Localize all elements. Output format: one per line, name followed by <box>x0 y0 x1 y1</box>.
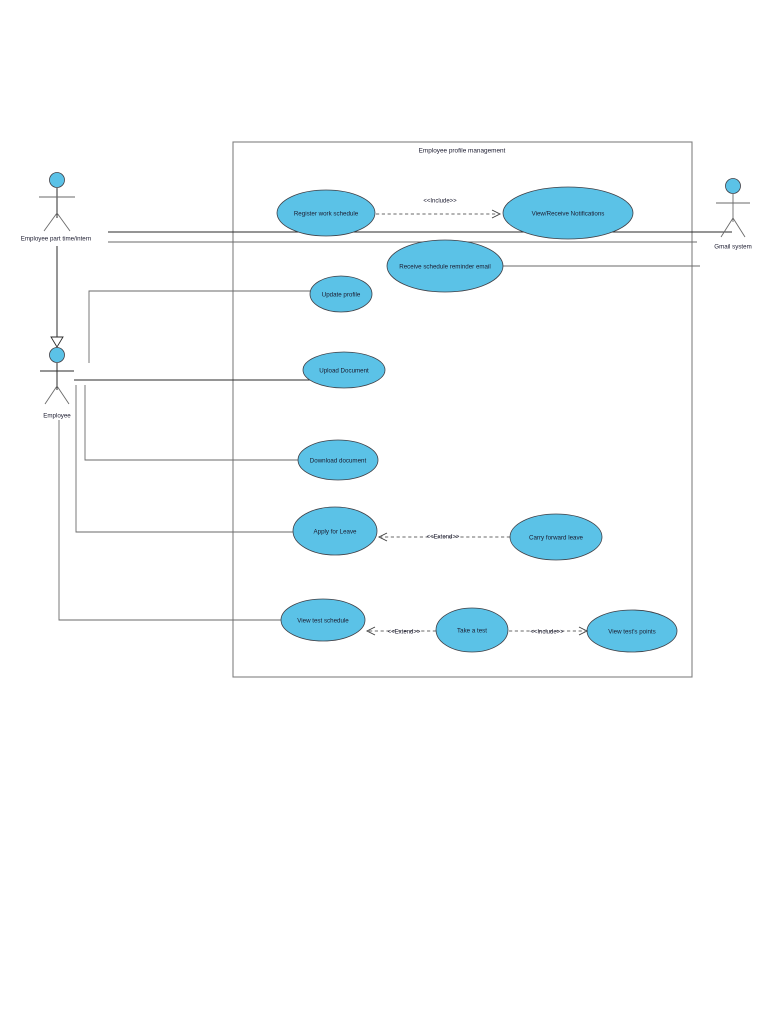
arrowhead-icon <box>578 626 589 636</box>
actor-head-icon <box>49 347 65 363</box>
use-case-label: Register work schedule <box>294 211 359 218</box>
arrowhead-icon <box>377 532 388 542</box>
use-case-upload-document[interactable]: Upload Document <box>302 351 386 389</box>
relationship-include-notifications[interactable]: <<Include>> <box>376 199 502 219</box>
actor-label: Gmail system <box>714 244 751 251</box>
use-case-register-work-schedule[interactable]: Register work schedule <box>276 189 376 237</box>
stereotype-label: <<Include>> <box>530 630 564 636</box>
actor-legs-icon <box>44 385 70 405</box>
use-case-label: Apply for Leave <box>314 529 358 536</box>
use-case-label: View test schedule <box>297 618 349 625</box>
relationship-extend-leave[interactable]: <<Extend>> <box>377 532 510 542</box>
actor-head-icon <box>49 172 65 188</box>
use-case-label: Download document <box>310 458 367 465</box>
use-case-update-profile[interactable]: Update profile <box>309 275 373 313</box>
actor-label: Employee part time/intern <box>21 236 92 243</box>
use-case-apply-for-leave[interactable]: Apply for Leave <box>292 506 378 556</box>
generalization-parttime-to-employee[interactable] <box>50 246 64 348</box>
use-case-label: View/Receive Notifications <box>532 211 605 218</box>
arrowhead-icon <box>365 626 376 636</box>
system-boundary-title: Employee profile management <box>419 148 506 155</box>
use-case-label: Upload Document <box>319 368 369 375</box>
association-employee-apply-for-leave <box>75 385 300 533</box>
use-case-label: Carry forward leave <box>529 535 584 542</box>
actor-legs-icon <box>43 212 71 232</box>
actor-head-icon <box>725 178 741 194</box>
use-case-label: Take a test <box>457 628 487 635</box>
stereotype-label: <<Extend>> <box>427 535 460 541</box>
actor-employee[interactable]: Employee <box>40 347 74 420</box>
relationship-include-points[interactable]: <<Include>> <box>509 626 589 636</box>
use-case-view-test-schedule[interactable]: View test schedule <box>280 598 366 642</box>
association-employee-view-test-schedule <box>58 420 290 621</box>
arrowhead-icon <box>491 209 502 219</box>
stereotype-label: <<Include>> <box>423 199 457 205</box>
generalization-triangle-icon <box>50 336 64 348</box>
use-case-carry-forward-leave[interactable]: Carry forward leave <box>509 513 603 561</box>
use-case-receive-schedule-reminder-email[interactable]: Receive schedule reminder email <box>386 239 504 293</box>
association-employee-update-profile <box>88 290 311 363</box>
use-case-take-a-test[interactable]: Take a test <box>435 607 509 653</box>
actor-label: Employee <box>43 413 71 420</box>
association-employee-download-document <box>84 385 305 461</box>
actor-employee-part-time-intern[interactable]: Employee part time/intern <box>21 172 92 243</box>
relationship-extend-test[interactable]: <<Extend>> <box>365 626 436 636</box>
system-boundary-box <box>232 141 693 678</box>
use-case-view-receive-notifications[interactable]: View/Receive Notifications <box>502 186 634 240</box>
use-case-view-tests-points[interactable]: View test's points <box>586 609 678 653</box>
stereotype-label: <<Extend>> <box>388 630 421 636</box>
use-case-label: View test's points <box>608 629 656 636</box>
use-case-label: Update profile <box>322 292 361 299</box>
use-case-label: Receive schedule reminder email <box>399 264 490 271</box>
actor-gmail-system[interactable]: Gmail system <box>714 178 752 251</box>
actor-legs-icon <box>720 217 746 238</box>
use-case-download-document[interactable]: Download document <box>297 439 379 481</box>
